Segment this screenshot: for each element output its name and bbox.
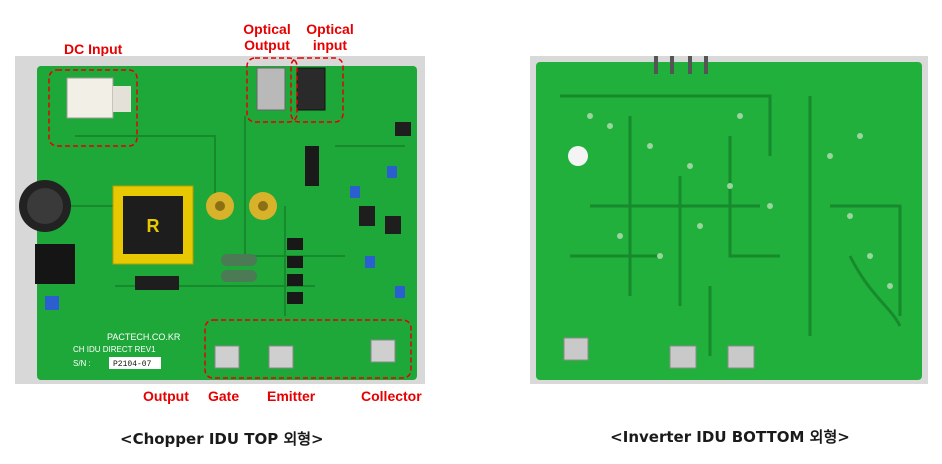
caption-inverter: <Inverter IDU BOTTOM 외형> [610,428,850,446]
gate-terminal [214,345,240,369]
board-maker-text: PACTECH.CO.KR [107,332,181,342]
label-collector: Collector [361,388,422,404]
transformer-mark: R [147,216,160,236]
collector-terminal [370,339,396,363]
label-optical-output: Optical Output [239,21,295,53]
label-optical-input: Optical input [302,21,358,53]
chopper-board-photo: R PACTECH.CO.KR CH IDU DIRECT REV1 S/N :… [15,56,425,384]
board-model-text: CH IDU DIRECT REV1 [73,345,156,354]
emitter-terminal [268,345,294,369]
caption-chopper: <Chopper IDU TOP 외형> [120,430,324,448]
label-optical-input-line2: input [312,37,348,53]
optical-output-module [256,67,286,111]
label-emitter: Emitter [267,388,316,404]
label-gate: Gate [208,388,240,404]
label-dc-input: DC Input [64,41,123,57]
label-optical-output-line1: Optical [243,21,291,37]
board-sn-value: P2104-07 [113,360,152,369]
label-output: Output [143,388,189,404]
inverter-board-photo [530,56,928,384]
dc-input-connector [66,77,114,119]
board-sn-label: S/N : [73,359,91,368]
label-optical-input-line1: Optical [306,21,354,37]
optical-input-module [296,67,326,111]
label-optical-output-line2: Output [244,37,290,53]
